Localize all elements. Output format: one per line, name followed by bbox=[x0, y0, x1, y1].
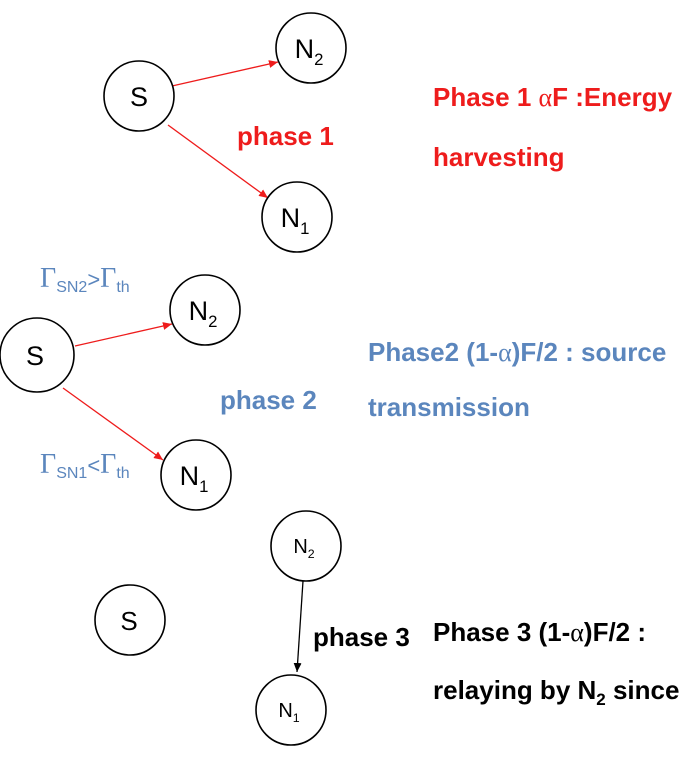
phase1-description-line1: Phase 1 αF :Energy bbox=[433, 82, 673, 112]
alpha-symbol: α bbox=[498, 338, 512, 367]
phase3-edge-label: phase 3 bbox=[313, 622, 410, 652]
node-label: N bbox=[293, 536, 307, 558]
phase1-edge-label: phase 1 bbox=[237, 121, 334, 151]
node-s-phase1: S bbox=[103, 60, 175, 132]
svg-text:N2: N2 bbox=[189, 296, 218, 331]
svg-text:N1: N1 bbox=[278, 700, 299, 725]
phase2-condition-bottom: ΓSN1<Γth bbox=[40, 449, 130, 482]
phase2-description-line1: Phase2 (1-α)F/2 : source bbox=[368, 337, 666, 367]
node-s-phase2: S bbox=[0, 317, 75, 393]
phase3-description-line1: Phase 3 (1-α)F/2 : bbox=[433, 617, 646, 647]
alpha-symbol: α bbox=[570, 618, 584, 647]
node-label: S bbox=[26, 341, 44, 371]
node-label: N bbox=[189, 296, 209, 326]
node-n1-phase3: N1 bbox=[255, 674, 327, 746]
edge-phase3-n2-n1 bbox=[293, 580, 304, 673]
svg-text:N2: N2 bbox=[295, 34, 324, 69]
node-subscript: 2 bbox=[314, 50, 323, 69]
node-n2-phase2: N2 bbox=[169, 274, 241, 346]
svg-text:N2: N2 bbox=[293, 536, 314, 561]
edge-phase2-s-n1 bbox=[62, 387, 164, 461]
phase1-description-line2: harvesting bbox=[433, 142, 565, 172]
node-label: N bbox=[281, 203, 301, 233]
edge-phase1-s-n1 bbox=[167, 124, 269, 199]
node-subscript: 1 bbox=[300, 219, 309, 238]
phase2-description-line2: transmission bbox=[368, 392, 530, 422]
node-label: S bbox=[130, 82, 148, 112]
node-label: N bbox=[295, 34, 315, 64]
node-label: N bbox=[180, 461, 200, 491]
node-subscript: 2 bbox=[208, 312, 217, 331]
node-n2-phase3: N2 bbox=[270, 510, 342, 582]
node-subscript: 1 bbox=[199, 477, 208, 496]
alpha-symbol: α bbox=[539, 83, 553, 112]
node-n2-phase1: N2 bbox=[275, 12, 347, 84]
edge-phase2-s-n2 bbox=[74, 322, 173, 347]
node-s-phase3: S bbox=[94, 584, 166, 656]
phase3-description-line2: relaying by N2 since bbox=[433, 675, 679, 709]
node-subscript: 1 bbox=[293, 711, 300, 725]
svg-text:N1: N1 bbox=[281, 203, 310, 238]
node-subscript: 2 bbox=[308, 547, 315, 561]
node-n1-phase2: N1 bbox=[160, 439, 232, 511]
node-label: S bbox=[120, 606, 137, 636]
node-n1-phase1: N1 bbox=[261, 181, 333, 253]
node-label: N bbox=[278, 700, 292, 722]
phase2-condition-top: ΓSN2>Γth bbox=[40, 263, 130, 296]
svg-text:N1: N1 bbox=[180, 461, 209, 496]
edge-phase1-s-n2 bbox=[171, 60, 279, 87]
phase2-edge-label: phase 2 bbox=[220, 385, 317, 415]
